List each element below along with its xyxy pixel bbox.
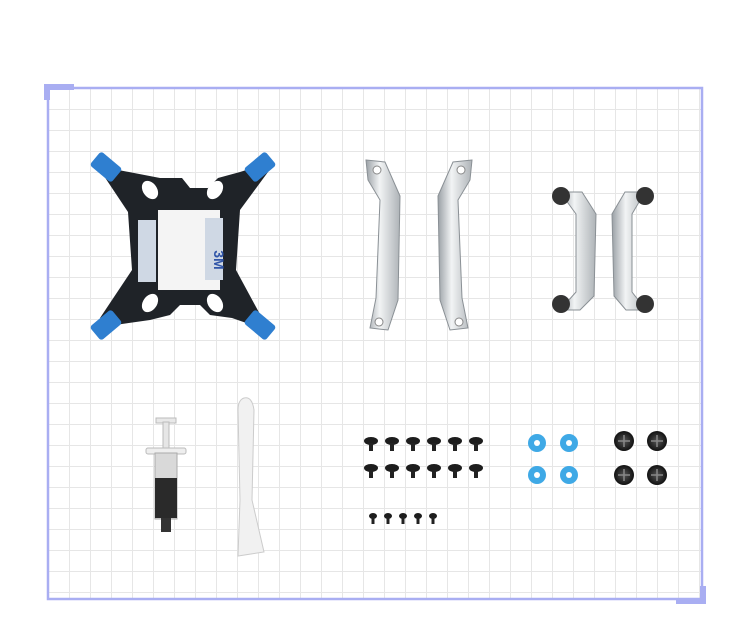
small-screw <box>414 513 422 524</box>
standoff-cap <box>647 465 667 485</box>
bracket-clip <box>244 310 276 340</box>
standoff-cap <box>614 431 634 451</box>
blue-washer <box>528 434 546 452</box>
mounting-bar-right <box>437 159 473 331</box>
screw <box>427 464 441 478</box>
small-screw <box>399 513 407 524</box>
screw <box>385 437 399 451</box>
small-screw <box>429 513 437 524</box>
bracket-left <box>552 187 597 313</box>
frame-corner-bottom-right-v <box>700 586 706 604</box>
mounting-bar-left <box>365 159 401 331</box>
frame-corner-top-left-v <box>44 84 50 100</box>
screws-group <box>364 437 483 524</box>
frame-corner-bottom-right <box>676 598 706 604</box>
screw <box>427 437 441 451</box>
blue-washer <box>528 466 546 484</box>
screw <box>448 464 462 478</box>
screw <box>469 437 483 451</box>
washers-group <box>528 434 578 484</box>
bracket-right <box>611 187 654 313</box>
blue-washer <box>560 434 578 452</box>
screw <box>448 437 462 451</box>
screw <box>364 437 378 451</box>
bracket-clip <box>90 310 122 340</box>
caps-group <box>614 431 667 485</box>
thermal-paste-syringe <box>145 417 187 532</box>
small-screw <box>384 513 392 524</box>
blue-washer <box>560 466 578 484</box>
screw <box>469 464 483 478</box>
frame-corner-top-left <box>44 84 74 90</box>
standoff-cap <box>614 465 634 485</box>
screw <box>385 464 399 478</box>
screw <box>406 437 420 451</box>
screw <box>406 464 420 478</box>
frame-border <box>46 86 704 601</box>
backplate: 3M <box>90 152 276 340</box>
screw <box>364 464 378 478</box>
small-screw <box>369 513 377 524</box>
bracket-clip <box>90 152 122 182</box>
paste-spatula <box>237 397 265 557</box>
tape-logo: 3M <box>211 250 227 269</box>
standoff-cap <box>647 431 667 451</box>
bracket-clip <box>244 152 276 182</box>
